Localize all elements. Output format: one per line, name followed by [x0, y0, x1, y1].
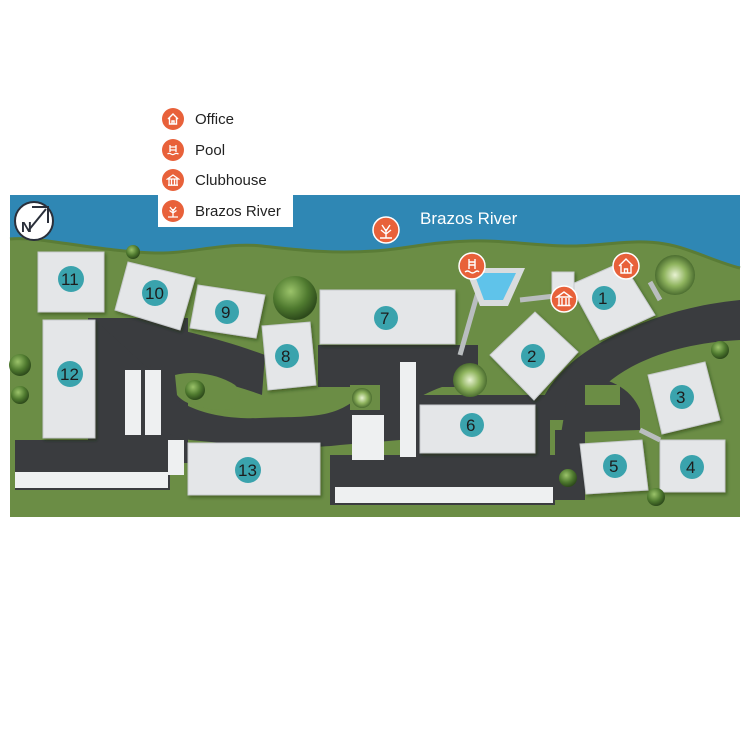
- pool: [465, 268, 525, 306]
- badge-5: 5: [603, 454, 627, 478]
- badge-10: 10: [142, 280, 168, 306]
- svg-text:7: 7: [380, 309, 389, 328]
- badge-3: 3: [670, 385, 694, 409]
- legend-label-office: Office: [195, 110, 234, 128]
- river-bank: [9, 237, 741, 270]
- svg-text:2: 2: [527, 347, 536, 366]
- office-icon: [162, 108, 184, 130]
- svg-text:3: 3: [676, 388, 685, 407]
- svg-text:4: 4: [686, 458, 695, 477]
- river-icon: [162, 200, 184, 222]
- pool-icon: [162, 139, 184, 161]
- legend-item-clubhouse: Clubhouse: [162, 167, 267, 193]
- badge-8: 8: [275, 344, 299, 368]
- svg-text:1: 1: [598, 289, 607, 308]
- legend-item-brazos-river: Brazos River: [162, 198, 281, 224]
- badge-7: 7: [374, 306, 398, 330]
- legend-label-pool: Pool: [195, 141, 226, 159]
- building-badges: 1 2 3 4 5 6 7 8 9 10 11 12 13: [57, 266, 704, 483]
- badge-1: 1: [592, 286, 616, 310]
- badge-11: 11: [58, 266, 84, 292]
- badge-4: 4: [680, 455, 704, 479]
- legend-label-brazos-river: Brazos River: [195, 202, 281, 220]
- legend-label-clubhouse: Clubhouse: [195, 171, 267, 189]
- amenity-marker-clubhouse: [550, 285, 578, 313]
- clubhouse-icon: [162, 169, 184, 191]
- north-arrow-icon: N: [14, 201, 54, 241]
- badge-6: 6: [460, 413, 484, 437]
- amenity-marker-office: [612, 252, 640, 280]
- badge-2: 2: [521, 344, 545, 368]
- amenity-marker-pool: [458, 252, 486, 280]
- trees: [9, 245, 729, 506]
- amenity-marker-river: [372, 216, 400, 244]
- svg-text:11: 11: [61, 270, 79, 289]
- building-4: [659, 439, 726, 493]
- map-legend: Office Pool Clubhouse Brazos River: [158, 102, 293, 227]
- svg-text:13: 13: [238, 461, 257, 480]
- svg-text:10: 10: [145, 284, 164, 303]
- badge-12: 12: [57, 361, 83, 387]
- svg-text:5: 5: [609, 457, 618, 476]
- svg-text:12: 12: [60, 365, 79, 384]
- compass-label: N: [21, 219, 32, 236]
- river-label: Brazos River: [420, 209, 518, 228]
- legend-item-pool: Pool: [162, 137, 225, 163]
- svg-text:6: 6: [466, 416, 475, 435]
- svg-text:9: 9: [221, 303, 230, 322]
- badge-13: 13: [235, 457, 261, 483]
- badge-9: 9: [215, 300, 239, 324]
- parking-strips: [15, 362, 553, 503]
- legend-item-office: Office: [162, 106, 234, 132]
- svg-text:8: 8: [281, 347, 290, 366]
